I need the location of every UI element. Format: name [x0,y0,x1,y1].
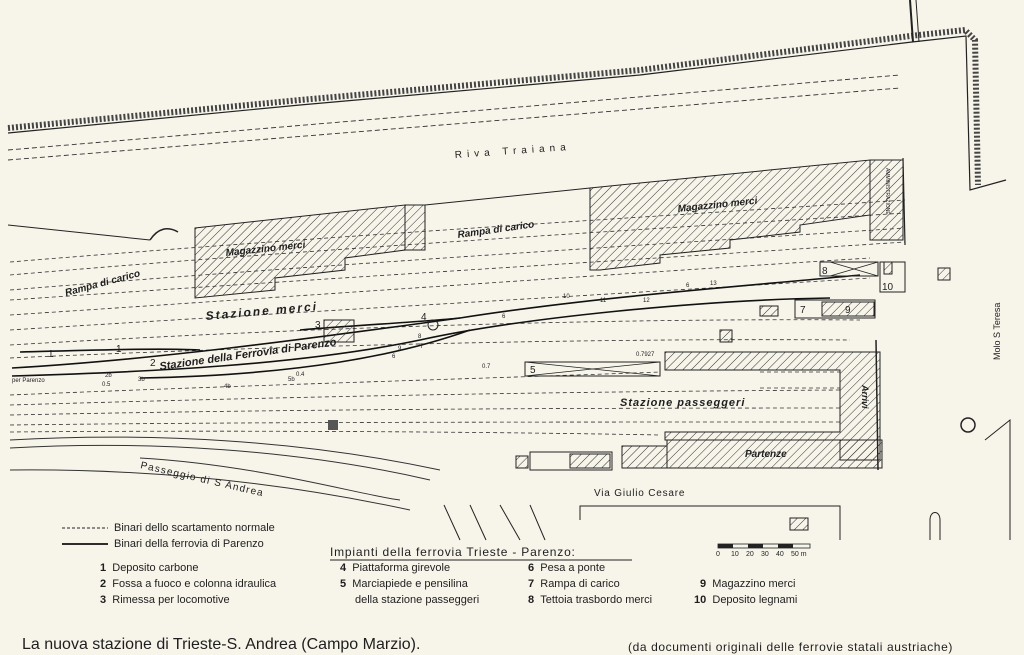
freight-buildings [7,157,906,299]
riva-traiana-label: Riva Traiana [454,142,571,161]
quay-wall [7,0,1007,191]
legend-item-8: 8 Tettoia trasbordo merci [528,594,653,606]
scale-tick-50: 50 m [791,551,807,558]
scale-tick-10: 10 [731,551,739,558]
switch-2b: 2b [105,373,112,379]
scale-tick-30: 30 [761,551,769,558]
switch-8: 8 [418,334,422,340]
legend-parenzo-label: Binari della ferrovia di Parenzo [114,538,264,550]
partenze-label: Partenze [745,449,787,460]
legend-item-7: 7 Rampa di carico [528,578,620,590]
legend-item-3: 3 Rimessa per locomotive [100,594,230,606]
level-04: 0.4 [296,372,305,378]
amministrazione-label: AMMINISTRAZIONE [884,168,890,215]
legend-heading: Impianti della ferrovia Trieste - Parenz… [330,545,576,559]
facilities [323,261,1011,541]
lower-tracks [9,436,441,511]
level-07: 0.7 [482,364,491,370]
legend-normal-label: Binari dello scartamento normale [114,522,275,534]
map-source: (da documenti originali delle ferrovie s… [628,640,953,654]
scale-bar: 0 10 20 30 40 50 m [716,543,811,558]
rampa-label-2: Rampa di carico [457,219,535,241]
riva-tracks [7,74,901,161]
point-10: 10 [882,282,894,293]
rampa-label-1: Rampa di carico [64,268,141,299]
switch-9: 9 [398,346,402,352]
switch-3b: 3b [138,377,145,383]
point-3: 3 [315,320,321,331]
legend-item-9: 9 Magazzino merci [700,578,796,590]
point-2: 2 [150,358,156,369]
stazione-passeggeri-label: Stazione passeggeri [620,397,745,409]
stazione-parenzo-label: Stazione della Ferrovia di Parenzo [159,336,338,373]
switch-11: 11 [600,298,607,304]
per-parenzo-label: per Parenzo [12,378,45,384]
switch-7: 7 [420,344,424,350]
legend-item-10: 10 Deposito legnami [694,594,798,606]
legend-item-4: 4 Piattaforma girevole [340,562,451,574]
switch-6c: 6 [686,283,690,289]
point-7: 7 [800,305,806,316]
level-05: 0.5 [102,382,111,388]
map-caption: La nuova stazione di Trieste-S. Andrea (… [22,636,421,653]
point-9: 9 [845,305,851,316]
parenzo-tracks [11,274,861,379]
switch-4b: 4b [224,384,231,390]
molo-label: Molo S Teresa [992,303,1002,360]
via-giulio-label: Via Giulio Cesare [594,488,685,499]
legend-item-6: 6 Pesa a ponte [528,562,606,574]
level-07927: 0.7927 [636,352,655,358]
normal-gauge-tracks [9,199,906,436]
point-1b: 1 [116,344,122,355]
switch-12: 12 [643,298,650,304]
legend-item-5: 5 Marciapiede e pensilina [340,578,468,590]
passeggio-label: Passeggio di S Andrea [139,460,265,499]
passenger-station [515,339,883,471]
point-4: 4 [421,312,427,323]
legend-item-5-cont: della stazione passeggeri [355,594,480,606]
point-5: 5 [530,365,536,376]
point-8: 8 [822,266,828,277]
arrivi-label: Arrivi [860,384,870,409]
switch-6a: 6 [392,354,396,360]
stazione-merci-label: Stazione merci [205,299,318,323]
switch-13: 13 [710,281,717,287]
legend-item-1: 1 Deposito carbone [100,562,199,574]
switch-6b: 6 [502,314,506,320]
switch-10: 10 [563,294,570,300]
scale-tick-0: 0 [716,551,720,558]
point-1a: 1 [48,349,54,360]
scale-tick-40: 40 [776,551,784,558]
switch-5b: 5b [288,377,295,383]
scale-tick-20: 20 [746,551,754,558]
legend-item-2: 2 Fossa a fuoco e colonna idraulica [100,578,277,590]
